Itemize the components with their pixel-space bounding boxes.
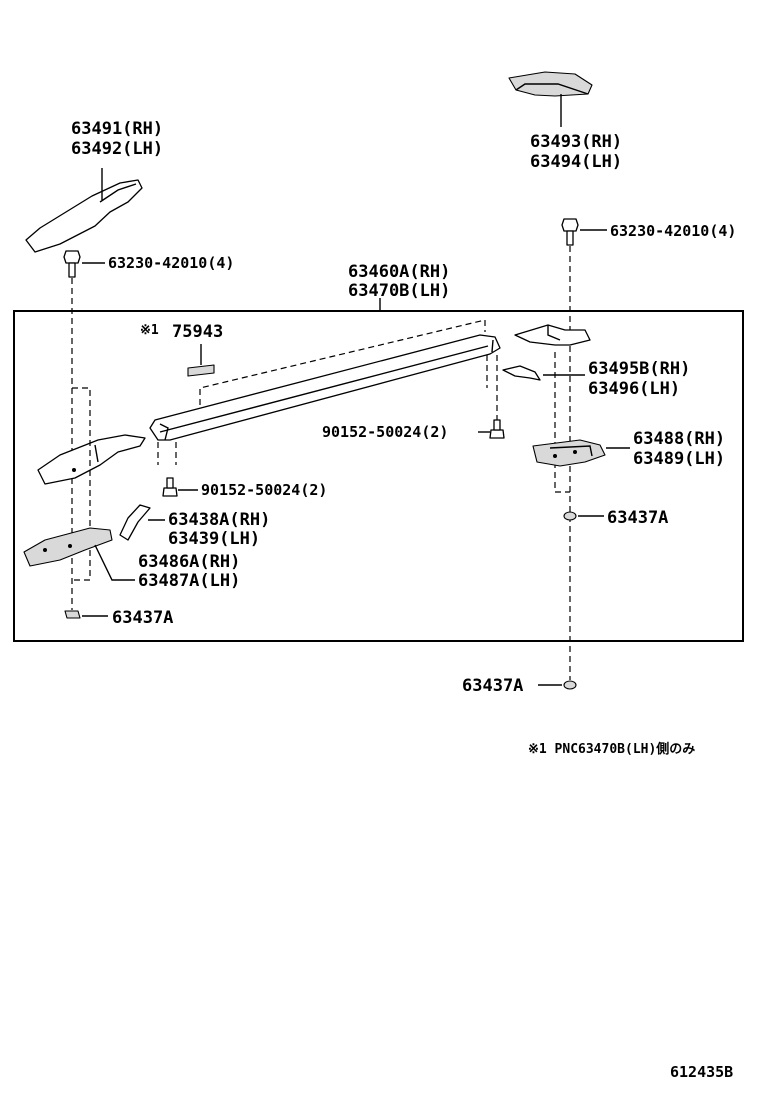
label-63460a: 63460A(RH) (348, 262, 450, 282)
label-63496: 63496(LH) (588, 379, 680, 399)
end-cover-left-part (25, 168, 143, 253)
label-screw-right: 90152-50024(2) (322, 423, 448, 441)
label-sticker-part (187, 344, 215, 377)
label-screw-left: 90152-50024(2) (201, 481, 327, 499)
label-63439: 63439(LH) (168, 529, 260, 549)
label-nut-right-outer: 63437A (462, 676, 523, 696)
assembly-frame (13, 310, 744, 642)
roof-rail-part (149, 334, 501, 441)
note-marker: ※1 (140, 323, 159, 338)
label-75943: 75943 (172, 322, 223, 342)
label-63495b: 63495B(RH) (588, 359, 690, 379)
bolt-left-icon (63, 250, 105, 278)
screw-right-icon (478, 419, 505, 439)
end-cover-right-part (508, 71, 593, 127)
label-63494: 63494(LH) (530, 152, 622, 172)
clip-left-part (119, 504, 165, 541)
bolt-right-icon (561, 218, 607, 246)
label-nut-left: 63437A (112, 608, 173, 628)
clip-right-part (502, 365, 585, 381)
label-63438a: 63438A(RH) (168, 510, 270, 530)
label-nut-right-inner: 63437A (607, 508, 668, 528)
label-63493: 63493(RH) (530, 132, 622, 152)
label-63488: 63488(RH) (633, 429, 725, 449)
label-bolt-left: 63230-42010(4) (108, 254, 234, 272)
nut-right-inner-icon (563, 511, 604, 521)
label-63491: 63491(RH) (71, 119, 163, 139)
label-63489: 63489(LH) (633, 449, 725, 469)
bracket-left-upper-part (37, 434, 146, 485)
label-63492: 63492(LH) (71, 139, 163, 159)
figure-code: 612435B (670, 1063, 733, 1081)
label-63486a: 63486A(RH) (138, 552, 240, 572)
screw-left-icon (162, 477, 198, 497)
label-bolt-right: 63230-42010(4) (610, 222, 736, 240)
nut-right-outer-icon (538, 680, 577, 690)
nut-left-icon (64, 610, 108, 619)
footnote: ※1 PNC63470B(LH)側のみ (528, 741, 695, 757)
label-63487a: 63487A(LH) (138, 571, 240, 591)
base-right-part (532, 439, 630, 467)
bracket-right-upper-part (514, 324, 591, 346)
base-left-part (23, 527, 135, 581)
label-63470b: 63470B(LH) (348, 281, 450, 301)
